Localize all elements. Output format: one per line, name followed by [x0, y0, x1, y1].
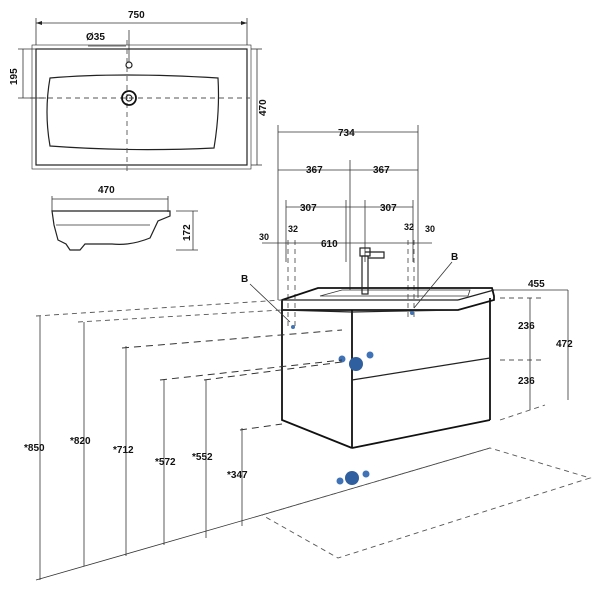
- vanity-cabinet: B B: [241, 247, 495, 449]
- span-label: 610: [321, 239, 338, 250]
- edge-left-label: 30: [259, 232, 269, 242]
- drawer-bottom-label: 236: [518, 376, 535, 387]
- basin-top-view: Ø35 750 470 195: [9, 10, 269, 172]
- half-right-label: 367: [373, 165, 390, 176]
- offset-right-label: 32: [404, 222, 414, 232]
- inner-right-label: 307: [380, 203, 397, 214]
- floor-water-right: [362, 470, 370, 478]
- side-depth-label: 470: [98, 185, 115, 196]
- height-820-label: *820: [70, 436, 91, 447]
- label-b-left: B: [241, 274, 248, 285]
- depth-label: 455: [528, 279, 545, 290]
- hole-diameter-label: Ø35: [86, 32, 105, 43]
- offset-left-label: 32: [288, 224, 298, 234]
- half-left-label: 367: [306, 165, 323, 176]
- height-850-label: *850: [24, 443, 45, 454]
- side-height-label: 172: [182, 224, 193, 241]
- drain-connector: [349, 357, 363, 371]
- water-connector-left: [338, 355, 346, 363]
- overall-width-label: 734: [338, 128, 355, 139]
- marker-point-right: [410, 311, 414, 315]
- cabinet-height-label: 472: [556, 339, 573, 350]
- label-b-right: B: [451, 252, 458, 263]
- height-347-label: *347: [227, 470, 248, 481]
- hole-offset-label: 195: [9, 68, 20, 85]
- basin-side-view: 470 172: [51, 185, 198, 251]
- floor-outline: [260, 447, 592, 559]
- height-572-label: *572: [155, 457, 176, 468]
- drawer-top-label: 236: [518, 321, 535, 332]
- top-width-label: 750: [128, 10, 145, 21]
- height-712-label: *712: [113, 445, 134, 456]
- height-552-label: *552: [192, 452, 213, 463]
- height-dimensions: *850 *820 *712 *572 *552 *347: [24, 299, 491, 581]
- water-connector-right: [366, 351, 374, 359]
- faucet: [359, 247, 385, 295]
- top-depth-label: 470: [258, 99, 269, 116]
- right-dimensions: 455 236 236 472: [494, 279, 573, 421]
- marker-point-left: [291, 325, 295, 329]
- floor-drain-connector: [345, 471, 359, 485]
- edge-right-label: 30: [425, 224, 435, 234]
- inner-left-label: 307: [300, 203, 317, 214]
- floor-water-left: [336, 477, 344, 485]
- front-dimensions: 734 367 367 307 307 30 32 610 32 30: [259, 125, 435, 330]
